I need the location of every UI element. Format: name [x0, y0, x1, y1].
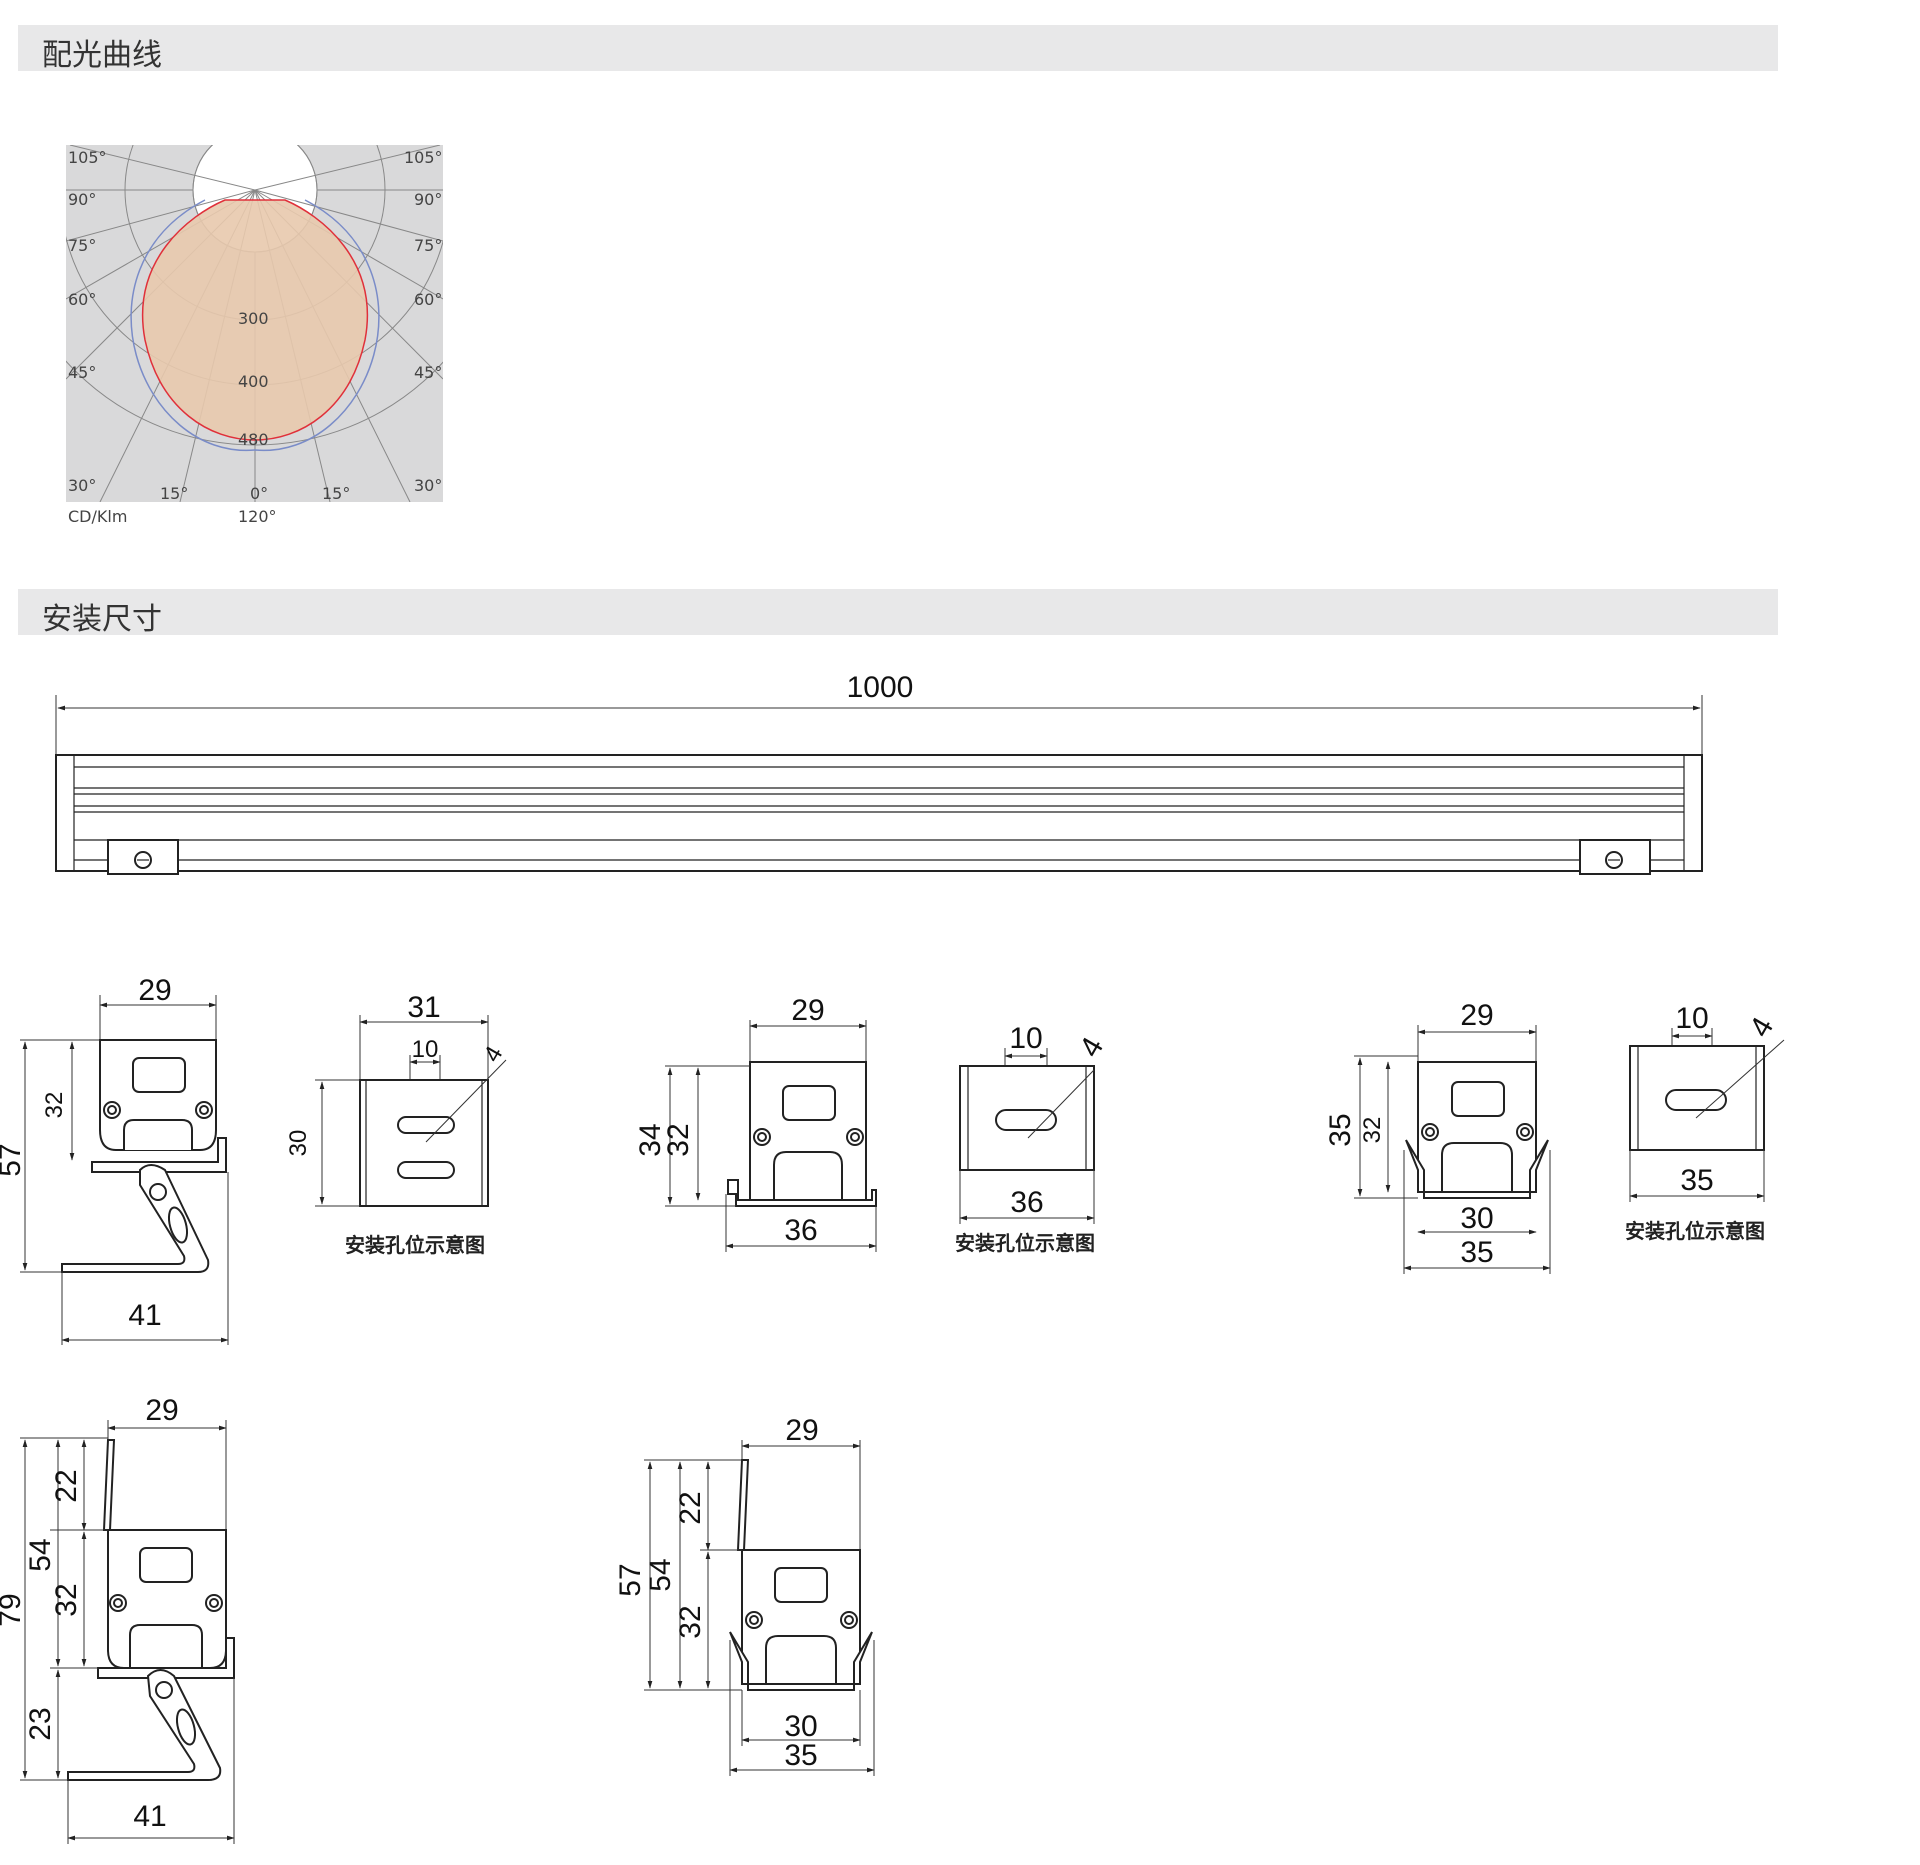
end-view-clip-bracket-visor: 29 57 54 22 32 30 35 — [614, 1414, 875, 1776]
polar-label: 30° — [68, 476, 96, 495]
end-view-arm-bracket: 29 57 32 41 — [0, 974, 229, 1345]
dim-outer-width: 35 — [784, 1739, 817, 1772]
polar-label: 45° — [414, 363, 442, 382]
dim-23: 23 — [24, 1707, 57, 1740]
dim-height-outer: 35 — [1324, 1113, 1357, 1146]
dim-inner-width: 30 — [784, 1710, 817, 1743]
dim-top: 29 — [138, 974, 171, 1007]
dim-54: 54 — [644, 1558, 677, 1591]
mounting-hole-diagram-2: 10 4 36 安装孔位示意图 — [955, 1022, 1110, 1255]
section-header-install: 安装尺寸 — [18, 589, 1778, 637]
dim-height-total: 79 — [0, 1593, 27, 1626]
polar-label: 0° — [250, 484, 268, 503]
polar-label: 105° — [68, 148, 107, 167]
dim-top: 29 — [1460, 999, 1493, 1032]
polar-label: 75° — [68, 236, 96, 255]
fixture-side-view: 1000 — [55, 671, 1703, 875]
dim-32: 32 — [50, 1583, 83, 1616]
polar-label: 15° — [322, 484, 350, 503]
dim-22: 22 — [674, 1491, 707, 1524]
dim-top: 29 — [791, 994, 824, 1027]
polar-label: 60° — [414, 290, 442, 309]
dim-height: 30 — [285, 1130, 312, 1157]
dim-inner-width: 30 — [1460, 1202, 1493, 1235]
end-view-clip-bracket: 29 35 32 30 35 — [1324, 999, 1551, 1274]
dim-diameter: 4 — [1743, 1012, 1780, 1043]
polar-label: 15° — [160, 484, 188, 503]
dim-slot: 10 — [1675, 1002, 1708, 1035]
polar-label: 105° — [404, 148, 443, 167]
end-view-arm-bracket-visor: 29 79 54 22 32 23 41 — [0, 1394, 235, 1844]
dim-top: 29 — [145, 1394, 178, 1427]
polar-label: 90° — [68, 190, 96, 209]
dim-bottom: 36 — [784, 1214, 817, 1247]
dim-32: 32 — [674, 1605, 707, 1638]
dim-top: 29 — [785, 1414, 818, 1447]
dim-54: 54 — [24, 1538, 57, 1571]
dim-height-total: 57 — [614, 1563, 647, 1596]
polar-label: 45° — [68, 363, 96, 382]
polar-label: 90° — [414, 190, 442, 209]
section-title: 安装尺寸 — [42, 602, 162, 637]
dim-height-inner: 32 — [1359, 1117, 1386, 1144]
caption: 安装孔位示意图 — [345, 1233, 485, 1257]
dim-width: 35 — [1680, 1164, 1713, 1197]
dim-height-inner: 32 — [41, 1092, 68, 1119]
dim-height-total: 57 — [0, 1143, 27, 1176]
polar-radial-label: 300 — [238, 309, 269, 328]
dim-width: 36 — [1010, 1186, 1043, 1219]
polar-grid — [66, 145, 443, 502]
polar-radial-label: 480 — [238, 430, 269, 449]
dim-outer-width: 35 — [1460, 1236, 1493, 1269]
dim-22: 22 — [50, 1469, 83, 1502]
polar-label: 60° — [68, 290, 96, 309]
mounting-hole-diagram-1: 31 10 4 30 安装孔位示意图 — [285, 991, 509, 1257]
section-title: 配光曲线 — [42, 38, 162, 73]
dim-slot: 10 — [1009, 1022, 1042, 1055]
mounting-hole-diagram-3: 10 4 35 安装孔位示意图 — [1625, 1002, 1785, 1243]
dim-length: 1000 — [847, 671, 914, 704]
polar-label: 75° — [414, 236, 442, 255]
dim-diameter: 4 — [478, 1042, 508, 1067]
dim-bottom: 41 — [128, 1299, 161, 1332]
caption: 安装孔位示意图 — [1625, 1219, 1765, 1243]
dim-width: 31 — [407, 991, 440, 1024]
dim-slot: 10 — [412, 1036, 439, 1063]
caption: 安装孔位示意图 — [955, 1231, 1095, 1255]
dim-diameter: 4 — [1073, 1032, 1110, 1063]
polar-beam-angle: 120° — [238, 507, 277, 526]
polar-chart: 105° 90° 75° 60° 45° 30° 15° 105° 90° 75… — [66, 145, 443, 526]
section-header-light-curve: 配光曲线 — [18, 25, 1778, 73]
polar-label: 30° — [414, 476, 442, 495]
polar-unit: CD/Klm — [68, 507, 127, 526]
polar-radial-label: 400 — [238, 372, 269, 391]
dim-height-inner: 32 — [662, 1123, 695, 1156]
dim-bottom: 41 — [133, 1800, 166, 1833]
dim-height-outer: 34 — [634, 1123, 667, 1156]
end-view-fixed-bracket: 29 34 32 36 — [634, 994, 877, 1252]
